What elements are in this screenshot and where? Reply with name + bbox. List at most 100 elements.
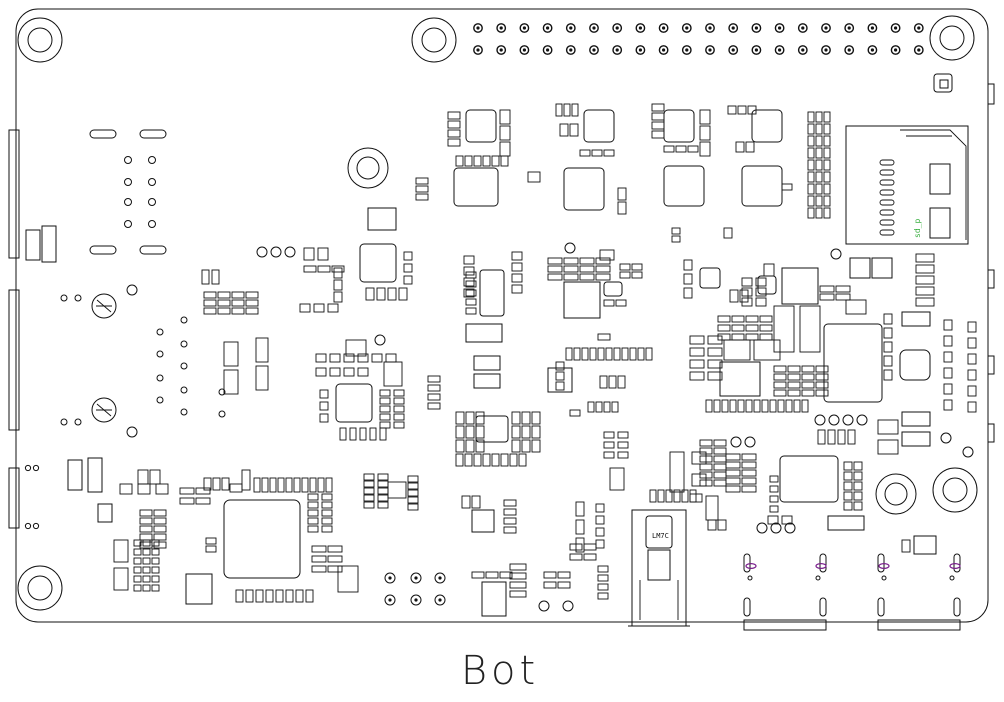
sd-card-slot: sd_p — [845, 125, 969, 245]
smd-pad — [119, 483, 133, 495]
smd-pad — [563, 103, 571, 117]
smd-pad — [447, 111, 461, 120]
smd-pad — [597, 333, 611, 341]
header-pin — [612, 45, 623, 55]
smd-pad — [883, 369, 893, 381]
smd-pad — [683, 287, 693, 299]
smd-pad — [142, 584, 151, 592]
header-pin — [705, 23, 715, 33]
test-point — [828, 414, 840, 426]
header-pin — [658, 45, 669, 55]
smd-pad — [307, 493, 319, 501]
smd-pad — [475, 411, 485, 425]
smd-pad — [731, 324, 745, 332]
smd-pad — [231, 307, 245, 315]
passive-components — [113, 103, 977, 603]
smd-pad — [731, 333, 745, 341]
smd-pad — [761, 399, 769, 413]
smd-pad — [543, 571, 557, 579]
smd-pad — [823, 171, 831, 183]
smd-pad — [713, 463, 727, 471]
smd-pad — [691, 473, 707, 487]
smd-pad — [589, 347, 597, 361]
smd-pad — [547, 257, 563, 265]
sd-pin — [879, 159, 895, 166]
header-pin — [589, 45, 599, 55]
header-pin — [589, 23, 599, 33]
smd-pad — [363, 494, 375, 502]
via-pad — [124, 198, 132, 206]
smd-pad — [645, 347, 653, 361]
header-pin — [681, 23, 692, 33]
smd-pad — [137, 483, 151, 495]
smd-pad — [315, 367, 327, 377]
smd-pad — [427, 393, 441, 401]
smd-pad — [699, 141, 711, 157]
smd-pad — [511, 284, 523, 294]
smd-pad — [823, 111, 831, 123]
smd-pad — [321, 493, 333, 501]
smd-pad — [379, 405, 391, 413]
smd-pad — [721, 399, 729, 413]
smd-pad — [747, 105, 757, 115]
smd-pad — [815, 135, 823, 147]
smd-pad — [823, 207, 831, 219]
smd-pad — [518, 453, 527, 467]
smd-pad — [745, 315, 759, 323]
smd-pad — [759, 324, 773, 332]
smd-pad — [327, 303, 339, 313]
smd-pad — [595, 401, 603, 413]
smd-pad — [683, 273, 693, 285]
header-pin — [681, 45, 692, 55]
usb-silk-marker: LM7C — [652, 532, 669, 540]
smd-pad — [651, 130, 665, 139]
smd-pad — [365, 287, 375, 301]
smd-pad — [843, 461, 853, 471]
via-pad — [218, 388, 226, 396]
smd-pad — [689, 371, 705, 381]
smd-pad — [943, 319, 953, 331]
test-point — [564, 242, 576, 254]
test-point — [842, 414, 854, 426]
smd-pad — [967, 385, 977, 397]
smd-pad — [967, 321, 977, 333]
smd-pad — [547, 265, 563, 273]
via-pad — [32, 522, 40, 530]
smd-pad — [915, 297, 935, 307]
smd-pad — [725, 485, 741, 493]
smd-pad — [883, 341, 893, 353]
test-point — [270, 246, 282, 258]
header-pin — [542, 45, 553, 55]
smd-pad — [383, 361, 403, 387]
smd-pad — [153, 533, 167, 541]
smd-pad — [807, 171, 815, 183]
smd-pad — [295, 589, 304, 603]
smd-pad — [617, 441, 629, 449]
smd-pad — [681, 489, 689, 503]
smd-pad — [847, 429, 856, 445]
smd-pad — [767, 515, 779, 525]
header-pin — [542, 23, 553, 33]
smd-pad — [255, 337, 269, 363]
smd-pad — [275, 589, 284, 603]
smd-pad — [151, 539, 160, 547]
smd-pad — [807, 135, 815, 147]
smd-pad — [311, 555, 327, 563]
header-pin — [473, 45, 483, 55]
smd-pad — [815, 123, 823, 135]
smd-pad — [317, 265, 331, 273]
smd-pad — [777, 399, 785, 413]
smd-pad — [853, 471, 863, 481]
smd-pad — [617, 187, 627, 201]
smd-pad — [619, 271, 631, 279]
smd-pad — [211, 269, 220, 285]
test-point — [538, 600, 550, 612]
smd-pad — [651, 103, 665, 112]
smd-pad — [407, 496, 419, 504]
smd-pad — [142, 575, 151, 583]
smd-pad — [359, 427, 367, 441]
smd-pad — [153, 517, 167, 525]
smd-pad — [689, 335, 705, 345]
test-point — [562, 600, 574, 612]
usb-connector: LM7C — [628, 509, 690, 627]
